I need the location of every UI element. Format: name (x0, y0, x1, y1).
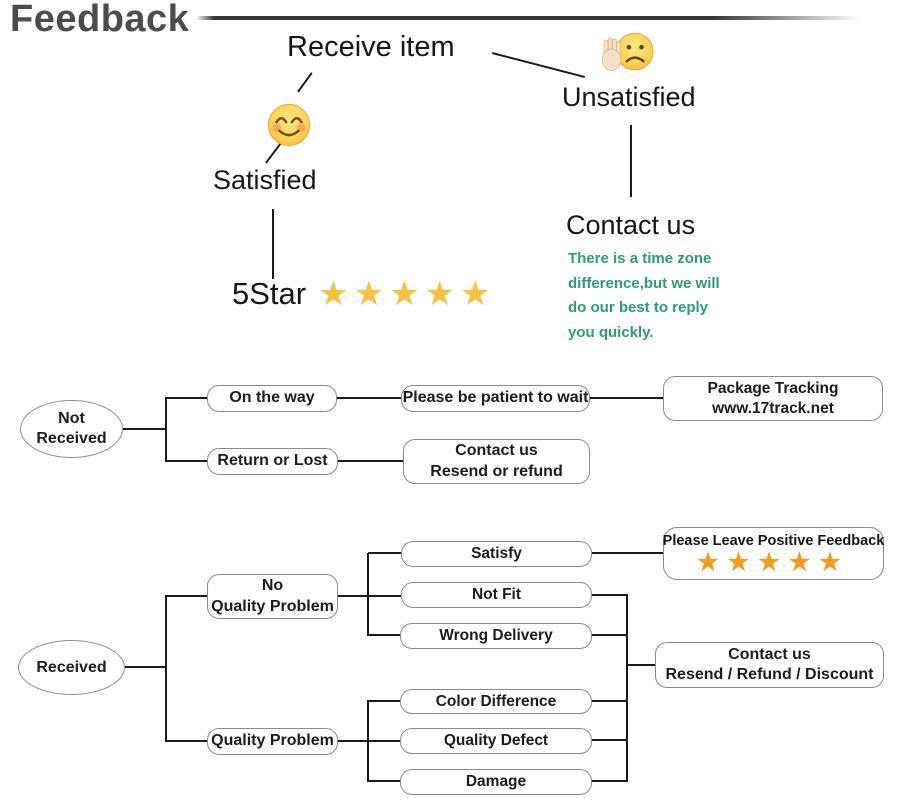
connector (592, 780, 627, 782)
satisfy-box: Satisfy (401, 541, 592, 567)
page-title: Feedback (10, 0, 190, 40)
connector (166, 740, 207, 742)
contact-us-label: Contact us (566, 210, 696, 240)
return-or-lost-box: Return or Lost (207, 448, 338, 475)
connector (165, 595, 167, 742)
connector (592, 739, 627, 741)
connector (627, 664, 655, 666)
no-quality-problem-box: No Quality Problem (207, 574, 338, 619)
note-line: do our best to reply (568, 299, 709, 316)
contact-line2: Resend or refund (430, 462, 563, 480)
note-line: difference,but we will (568, 274, 720, 292)
raised-hand (601, 37, 622, 71)
connector (338, 460, 403, 462)
connector-satisfied-to-5star (272, 209, 274, 279)
connector (125, 666, 166, 668)
connector (166, 595, 207, 597)
note-line: There is a time zone (568, 250, 712, 267)
not-fit-box: Not Fit (401, 582, 592, 608)
color-difference-box: Color Difference (400, 689, 592, 714)
connector (123, 428, 166, 430)
no-quality-line1: No (261, 577, 284, 595)
five-star-label: 5Star (232, 276, 307, 311)
positive-feedback-box: Please Leave Positive Feedback ★★★★★ (663, 527, 884, 580)
connector (166, 460, 207, 462)
on-the-way-box: On the way (207, 385, 337, 412)
quality-problem-box: Quality Problem (207, 728, 338, 755)
connector (166, 397, 207, 399)
note-line: you quickly. (568, 323, 654, 341)
contact-line1: Contact us (455, 442, 538, 460)
contact-resend-refund-box: Contact us Resend or refund (403, 439, 590, 484)
timezone-note: There is a time zone difference,but we w… (568, 247, 720, 345)
tracking-line1: Package Tracking (707, 379, 839, 397)
unsatisfied-label: Unsatisfied (562, 82, 696, 112)
connector (368, 780, 400, 782)
orange-stars-icon: ★★★★★ (697, 549, 850, 577)
gold-stars-icon: ★★★★★ (318, 275, 496, 313)
not-received-node: Not Received (20, 400, 123, 458)
connector (338, 740, 400, 742)
smiling-face-emoji-icon (267, 103, 311, 147)
wrong-delivery-box: Wrong Delivery (400, 623, 592, 649)
connector-unsatisfied-to-contact (630, 125, 632, 197)
connector (592, 594, 627, 596)
damage-box: Damage (400, 769, 592, 795)
positive-feedback-label: Please Leave Positive Feedback (662, 532, 885, 549)
contact-discount-line1: Contact us (728, 645, 811, 663)
connector (368, 552, 401, 554)
connector (337, 397, 401, 399)
receive-item-label: Receive item (287, 31, 455, 63)
connector (592, 700, 627, 702)
package-tracking-box: Package Tracking www.17track.net (663, 376, 883, 421)
title-divider-line (196, 16, 860, 20)
connector (165, 397, 167, 462)
connector (368, 634, 400, 636)
connector (367, 553, 369, 636)
connector-receive-to-unsatisfied (491, 52, 586, 79)
contact-discount-box: Contact us Resend / Refund / Discount (655, 642, 884, 688)
tracking-line2: www.17track.net (712, 399, 834, 417)
sad-face-with-raised-hand-emoji-icon (601, 32, 654, 71)
connector (590, 397, 663, 399)
connector (592, 552, 663, 554)
five-star-rating: 5Star ★★★★★ (232, 274, 496, 314)
connector-receive-to-satisfied (297, 72, 314, 93)
connector (367, 700, 369, 782)
connector (338, 595, 401, 597)
not-received-line2: Received (36, 430, 107, 447)
received-node: Received (18, 640, 125, 695)
not-received-line1: Not (58, 410, 85, 427)
satisfied-label: Satisfied (213, 165, 317, 195)
no-quality-line2: Quality Problem (211, 597, 334, 615)
contact-discount-line2: Resend / Refund / Discount (665, 666, 874, 683)
connector (368, 700, 400, 702)
connector (626, 594, 628, 782)
connector (592, 634, 627, 636)
quality-defect-box: Quality Defect (400, 728, 592, 754)
be-patient-box: Please be patient to wait (401, 385, 590, 412)
